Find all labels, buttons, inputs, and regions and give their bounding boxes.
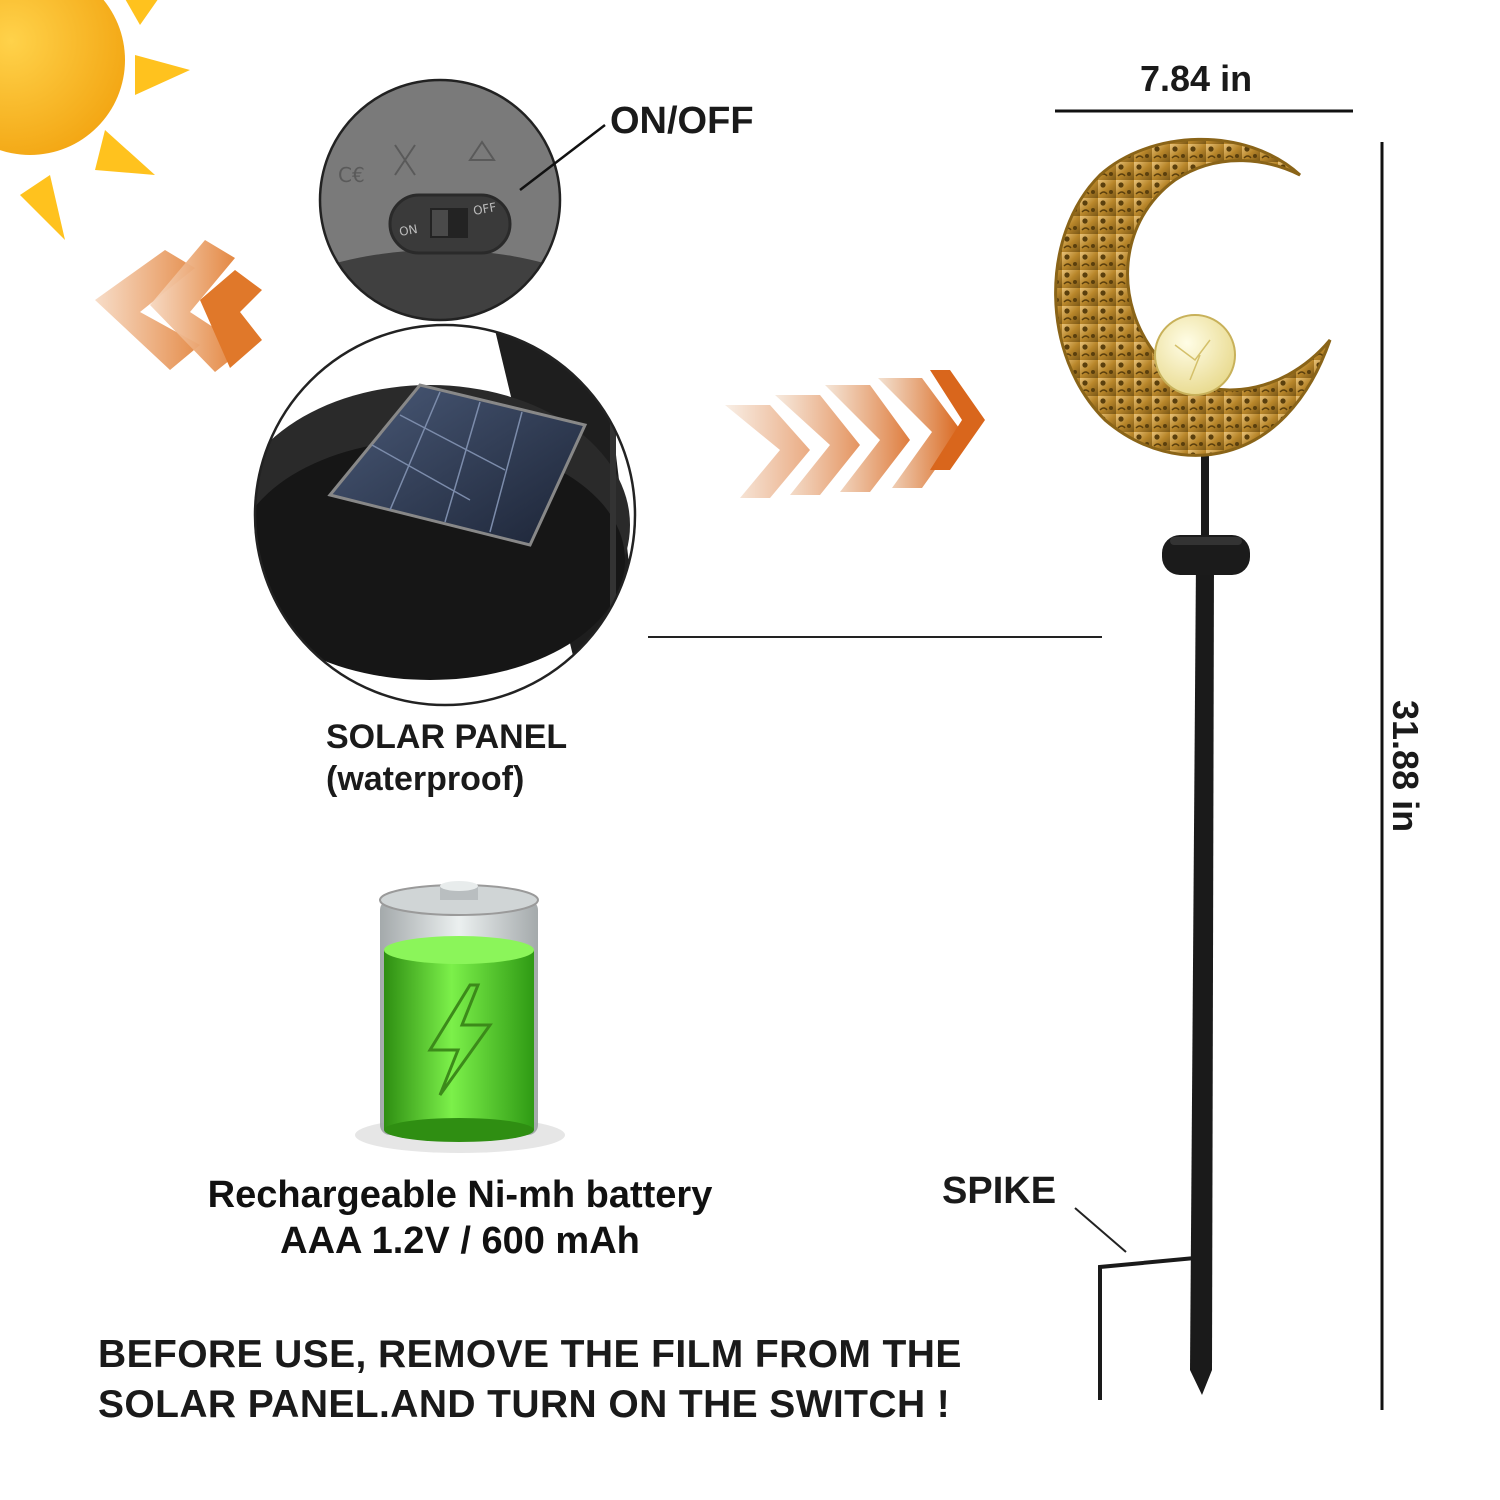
width-dimension-label: 7.84 in xyxy=(1140,58,1253,99)
height-dimension-label: 31.88 in xyxy=(1385,700,1426,833)
spike-label: SPIKE xyxy=(942,1170,1057,1212)
solar-panel-label: SOLAR PANEL (waterproof) xyxy=(326,716,567,800)
switch-on-text: ON xyxy=(398,222,419,239)
switch-icon xyxy=(432,210,448,236)
sun-icon xyxy=(0,0,190,240)
on-off-label: ON/OFF xyxy=(610,100,754,142)
battery-label: Rechargeable Ni-mh battery AAA 1.2V / 60… xyxy=(100,1172,820,1264)
switch-off-text: OFF xyxy=(472,200,497,218)
battery-line-1: Rechargeable Ni-mh battery xyxy=(207,1174,713,1216)
warning-line-1: BEFORE USE, REMOVE THE FILM FROM THE xyxy=(98,1333,962,1376)
solar-panel-icon xyxy=(327,383,588,547)
solar-panel-title: SOLAR PANEL xyxy=(326,718,568,756)
battery-icon xyxy=(355,881,565,1153)
chevron-arrows-icon xyxy=(95,240,262,372)
moon-stake-light-icon xyxy=(1054,137,1332,1400)
svg-text:C€: C€ xyxy=(338,163,365,187)
solar-panel-detail xyxy=(253,323,637,707)
chevron-arrows-middle-icon xyxy=(725,370,985,498)
warning-text: BEFORE USE, REMOVE THE FILM FROM THE SOL… xyxy=(98,1330,962,1430)
solar-panel-waterproof: (waterproof) xyxy=(326,760,525,798)
battery-line-2: AAA 1.2V / 600 mAh xyxy=(280,1220,640,1262)
warning-line-2: SOLAR PANEL.AND TURN ON THE SWITCH ! xyxy=(98,1383,951,1426)
